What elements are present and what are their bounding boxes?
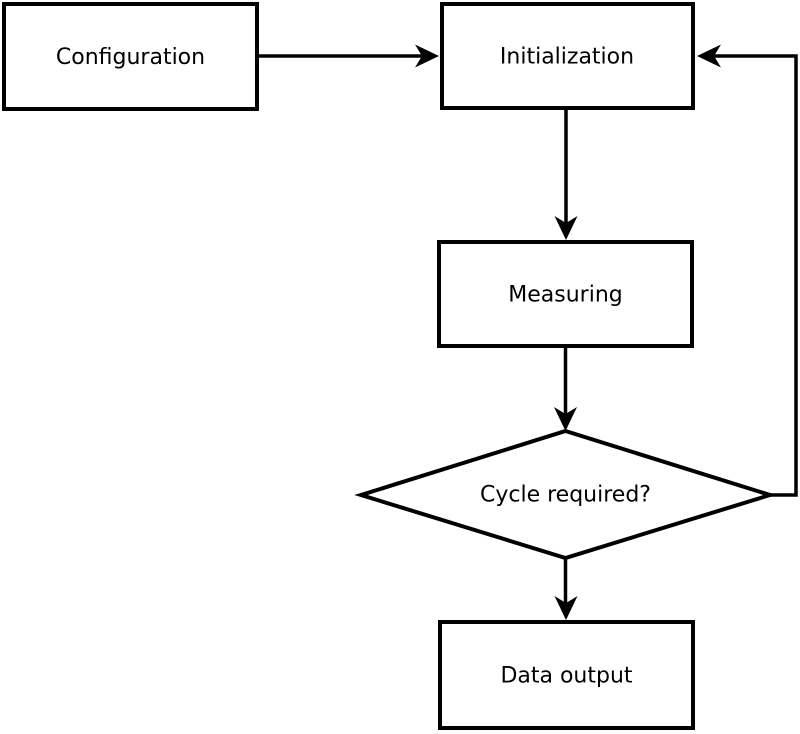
arrowhead-into-measuring-icon — [554, 216, 578, 240]
arrowhead-into-initialization-left-icon — [415, 44, 439, 68]
node-measuring-box — [437, 240, 694, 348]
arrowhead-into-data-output-icon — [554, 596, 578, 620]
node-data-output-label: Data output — [500, 664, 632, 689]
node-cycle-required-diamond — [354, 428, 777, 561]
arrowhead-into-initialization-right-icon — [697, 44, 721, 68]
node-cycle-required-label: Cycle required? — [480, 483, 651, 508]
node-initialization-box — [440, 2, 695, 110]
edge-cycle-required-feedback-to-initialization — [713, 54, 798, 497]
node-configuration-box — [2, 2, 259, 111]
arrowhead-into-cycle-required-icon — [554, 407, 577, 431]
node-data-output-box — [438, 620, 695, 730]
node-measuring-label: Measuring — [508, 283, 622, 308]
node-configuration-label: Configuration — [56, 45, 205, 70]
node-initialization-label: Initialization — [500, 45, 634, 70]
